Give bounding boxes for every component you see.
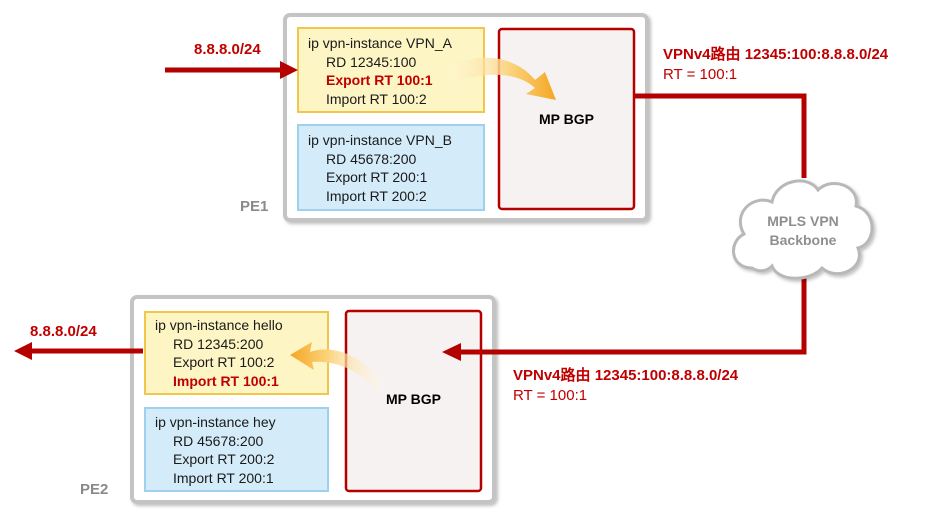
backbone-label: MPLS VPN Backbone xyxy=(748,212,858,250)
route-annotation-top: VPNv4路由 12345:100:8.8.8.0/24 RT = 100:1 xyxy=(663,45,888,85)
pe2-output-route: 8.8.8.0/24 xyxy=(30,323,97,340)
mpls-backbone-cloud xyxy=(732,179,874,280)
vpn-hey-import-rt: Import RT 200:1 xyxy=(173,469,274,486)
vpn-a-export-rt: Export RT 100:1 xyxy=(326,72,433,88)
vpn-hey-rd: RD 45678:200 xyxy=(173,432,264,449)
pe1-label: PE1 xyxy=(240,198,269,215)
backbone-label-line2: Backbone xyxy=(769,232,837,248)
vpn-hello-name: ip vpn-instance hello xyxy=(155,317,283,333)
route-bottom-rt: RT = 100:1 xyxy=(513,387,588,404)
vpn-b-export-rt: Export RT 200:1 xyxy=(326,169,428,185)
route-arrow-head-pe2 xyxy=(442,343,461,361)
vpn-b-name: ip vpn-instance VPN_B xyxy=(308,132,452,148)
route-line-bottom xyxy=(460,272,807,355)
route-line-top xyxy=(634,93,807,178)
output-arrow-head xyxy=(14,342,32,360)
input-arrow-head xyxy=(280,61,298,79)
pe2-import-curve-arrow xyxy=(290,342,382,392)
backbone-label-line1: MPLS VPN xyxy=(767,213,839,229)
pe2-bgp-label: MP BGP xyxy=(386,391,441,407)
vpn-hello-config: ip vpn-instance hello RD 12345:200 Expor… xyxy=(155,316,283,390)
vpn-b-rd: RD 45678:200 xyxy=(326,150,417,167)
vpn-hey-name: ip vpn-instance hey xyxy=(155,414,276,430)
pe1-export-curve-arrow xyxy=(445,57,556,100)
vpn-a-name: ip vpn-instance VPN_A xyxy=(308,35,452,51)
vpn-hello-export-rt: Export RT 100:2 xyxy=(173,354,275,370)
vpn-hello-rd: RD 12345:200 xyxy=(173,335,264,352)
pe2-bgp-box xyxy=(344,309,483,493)
vpn-b-config: ip vpn-instance VPN_B RD 45678:200 Expor… xyxy=(308,131,452,205)
route-top-title: VPNv4路由 12345:100:8.8.8.0/24 xyxy=(663,46,889,63)
vpn-b-box xyxy=(297,124,485,211)
route-top-rt: RT = 100:1 xyxy=(663,66,738,83)
pe1-input-route: 8.8.8.0/24 xyxy=(194,41,261,58)
route-bottom-title: VPNv4路由 12345:100:8.8.8.0/24 xyxy=(513,367,739,384)
vpn-hey-export-rt: Export RT 200:2 xyxy=(173,451,275,467)
pe1-bgp-box xyxy=(497,27,636,211)
vpn-a-config: ip vpn-instance VPN_A RD 12345:100 Expor… xyxy=(308,34,452,108)
vpn-hey-box xyxy=(144,407,329,492)
pe2-label: PE2 xyxy=(80,481,109,498)
vpn-hey-config: ip vpn-instance hey RD 45678:200 Export … xyxy=(155,413,276,487)
vpn-hello-import-rt: Import RT 100:1 xyxy=(173,372,279,389)
vpn-a-import-rt: Import RT 100:2 xyxy=(326,90,427,107)
route-annotation-bottom: VPNv4路由 12345:100:8.8.8.0/24 RT = 100:1 xyxy=(513,366,738,406)
vpn-a-rd: RD 12345:100 xyxy=(326,53,417,70)
vpn-b-import-rt: Import RT 200:2 xyxy=(326,187,427,204)
pe1-bgp-label: MP BGP xyxy=(539,111,594,127)
